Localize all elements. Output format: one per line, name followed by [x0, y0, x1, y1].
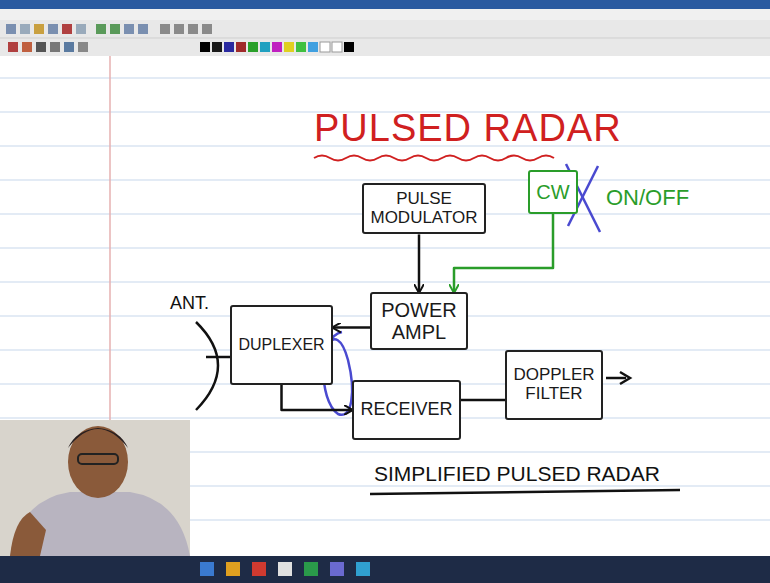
process-box: POWER AMPL: [370, 292, 468, 350]
diagram-title: PULSED RADAR: [314, 107, 622, 149]
taskbar: [0, 556, 770, 583]
node-text: RECEIVER: [360, 400, 452, 420]
toolbar-icons: [6, 24, 354, 52]
process-box: PULSE MODULATOR: [362, 183, 486, 234]
antenna-dish: [196, 322, 218, 410]
menu-bar: [0, 9, 770, 20]
ruled-lines: [0, 78, 770, 520]
signal-connector: [418, 234, 421, 292]
title-holder: PULSED RADAR: [312, 108, 624, 150]
node-text: CW: [536, 181, 569, 203]
filter-box: DOPPLER FILTER: [505, 350, 603, 420]
antenna-label: ANT.: [170, 293, 209, 313]
toolbar: [0, 20, 770, 56]
caption-underline: [370, 490, 680, 494]
title-bar: [0, 0, 770, 9]
title-underline: [314, 156, 554, 161]
antenna-feed: [206, 356, 230, 359]
presenter-photo: [0, 420, 190, 556]
source-box: CW: [528, 170, 578, 214]
caption-holder: SIMPLIFIED PULSED RADAR: [372, 462, 662, 485]
node-text: PULSE MODULATOR: [370, 190, 478, 227]
signal-connector: [282, 385, 353, 410]
toolbar-divider: [0, 38, 770, 39]
output-arrow: [606, 377, 626, 380]
signal-connector: [461, 399, 505, 402]
diagram-caption: SIMPLIFIED PULSED RADAR: [374, 462, 660, 485]
label-holder: ANT.: [168, 294, 211, 314]
node-text: POWER AMPL: [378, 299, 460, 343]
node-text: DUPLEXER: [238, 336, 324, 354]
switch-label: ON/OFF: [606, 185, 689, 210]
signal-connector: [333, 326, 370, 329]
output-arrowhead: [620, 372, 630, 384]
taskbar-icons: [200, 562, 370, 576]
process-box: RECEIVER: [352, 380, 461, 440]
label-holder: ON/OFF: [604, 186, 691, 210]
process-box: DUPLEXER: [230, 305, 333, 385]
node-text: DOPPLER FILTER: [513, 366, 595, 403]
